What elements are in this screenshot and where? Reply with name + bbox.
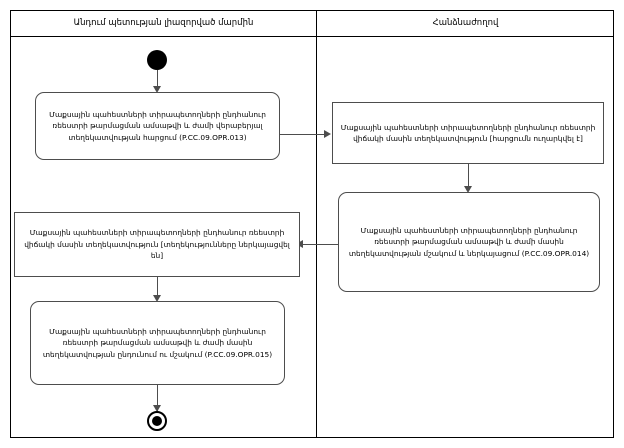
action-node-opr-014[interactable]: Մաքսային պահեստների տիրապետողների ընդհան…: [338, 192, 600, 292]
edge-initial-to-action013: [157, 70, 158, 89]
arrow-head-down-final: [153, 405, 161, 412]
action-node-opr-015-label: Մաքսային պահեստների տիրապետողների ընդհան…: [42, 326, 273, 359]
action-node-opr-014-label: Մաքսային պահեստների տիրապետողների ընդհան…: [348, 225, 590, 258]
edge-action014-to-object-info: [300, 244, 338, 245]
edge-object-request-to-action014: [468, 164, 469, 190]
arrow-head-down-action015: [153, 295, 161, 302]
arrow-head-down-action013: [153, 86, 161, 93]
action-node-opr-013[interactable]: Մաքսային պահեստների տիրապետողների ընդհան…: [35, 92, 280, 160]
action-node-opr-013-label: Մաքսային պահեստների տիրապետողների ընդհան…: [49, 109, 266, 142]
action-node-opr-015[interactable]: Մաքսային պահեստների տիրապետողների ընդհան…: [30, 301, 285, 385]
edge-object-info-to-action015: [157, 277, 158, 299]
object-node-request-sent[interactable]: Մաքսային պահեստների տիրապետողների ընդհան…: [332, 102, 604, 164]
lane-header-left: Անդում պետության լիազորված մարմին: [73, 18, 254, 28]
arrow-head-down-action014: [464, 186, 472, 193]
activity-final-node[interactable]: [147, 411, 167, 431]
initial-node[interactable]: [147, 50, 167, 70]
edge-action015-to-final: [157, 385, 158, 411]
object-node-request-sent-label: Մաքսային պահեստների տիրապետողների ընդհան…: [340, 122, 596, 144]
edge-action013-to-object-request: [280, 134, 326, 135]
lane-header-right: Հանձնաժողով: [432, 18, 499, 28]
lane-vertical-divider: [316, 10, 317, 438]
object-node-info-provided-label: Մաքսային պահեստների տիրապետողների ընդհան…: [24, 228, 290, 261]
lane-header-divider: [10, 36, 614, 37]
arrow-head-right-object-request: [324, 130, 331, 138]
object-node-info-provided[interactable]: Մաքսային պահեստների տիրապետողների ընդհան…: [14, 212, 300, 277]
